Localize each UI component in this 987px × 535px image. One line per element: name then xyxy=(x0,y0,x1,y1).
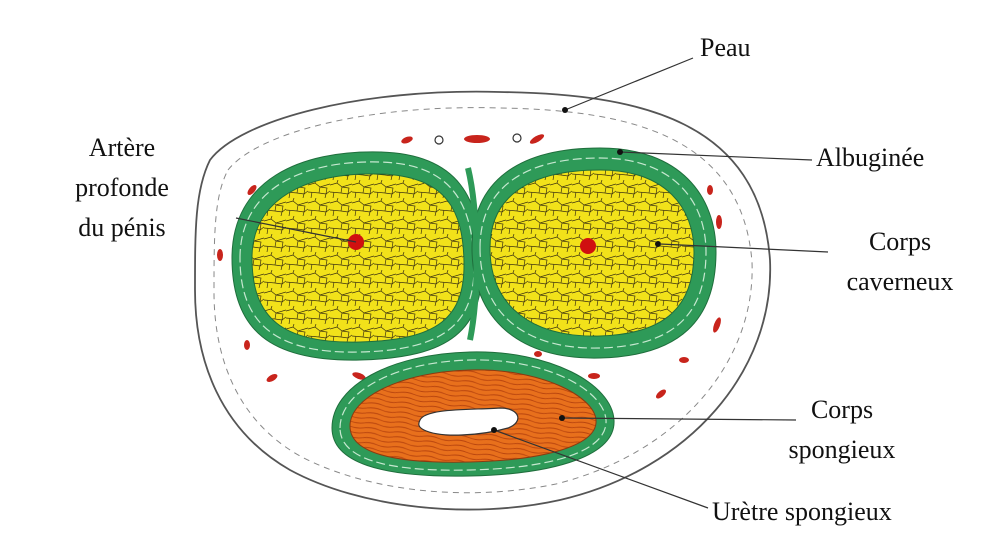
label-corps-spongieux-line1: Corps xyxy=(811,395,873,424)
label-corps-caverneux-line2: caverneux xyxy=(847,267,954,296)
label-uretre: Urètre spongieux xyxy=(712,497,892,526)
label-corps-caverneux-line1: Corps xyxy=(869,227,931,256)
label-albuginee: Albuginée xyxy=(816,143,924,172)
left-corpus-cavernosum xyxy=(232,152,482,360)
label-peau: Peau xyxy=(700,33,751,62)
label-corps-spongieux-line2: spongieux xyxy=(789,435,896,464)
label-artere-line2: profonde xyxy=(75,173,169,202)
label-artere-line1: Artère xyxy=(89,133,155,162)
right-corpus-cavernosum xyxy=(472,148,716,358)
label-artere-line3: du pénis xyxy=(78,213,165,242)
right-deep-artery xyxy=(580,238,596,254)
